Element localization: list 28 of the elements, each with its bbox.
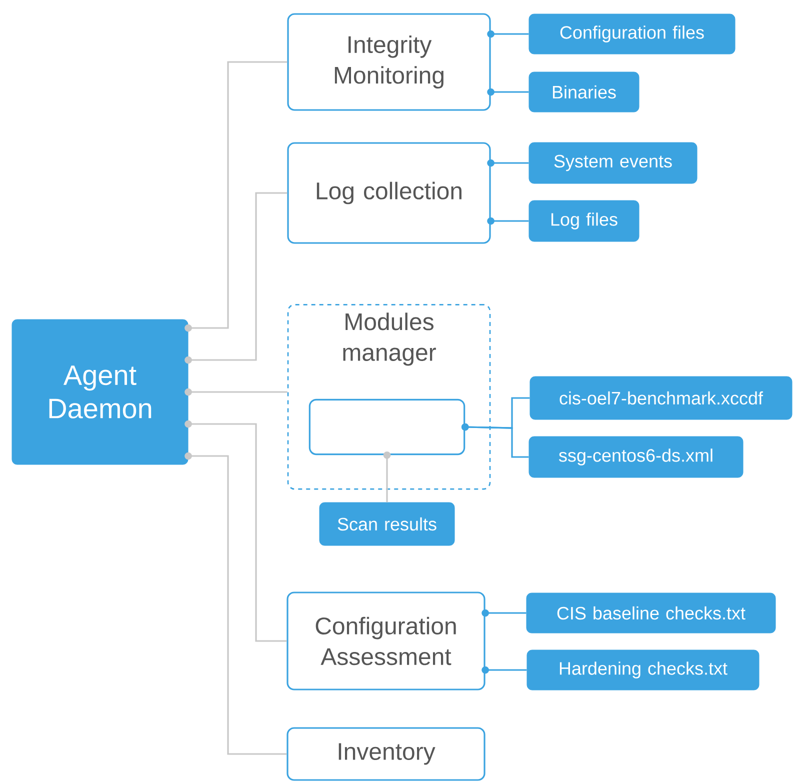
connector-line [184,420,287,642]
module-box: Inventory [286,727,486,781]
module-box [308,398,466,456]
file-tag: Configuration files [528,14,736,54]
file-tag: Log files [528,200,640,242]
module-box: Integrity Monitoring [287,13,491,111]
file-tag: ssg-centos6-ds.xml [528,436,744,478]
connector-line [482,609,526,617]
connector-line [487,30,529,38]
daemon-box: Agent Daemon [12,319,188,465]
connector-line [482,666,527,674]
connector-line [184,452,287,755]
file-tag: Scan results [319,502,455,546]
file-tag: System events [528,142,698,184]
connector-line [487,88,529,96]
file-tag: Binaries [528,72,640,112]
connector-line [487,217,529,225]
connector-line [383,451,391,502]
file-tag: cis-oel7-benchmark.xccdf [530,376,792,420]
file-tag: Hardening checks.txt [526,650,760,690]
connector-line [487,159,529,167]
connector-line [184,388,288,396]
connector-line [184,192,288,364]
module-box: Log collection [287,142,491,244]
connector-line [461,423,529,458]
connector-line [184,61,288,332]
module-box: Configuration Assessment [286,592,486,690]
file-tag: CIS baseline checks.txt [526,592,776,634]
